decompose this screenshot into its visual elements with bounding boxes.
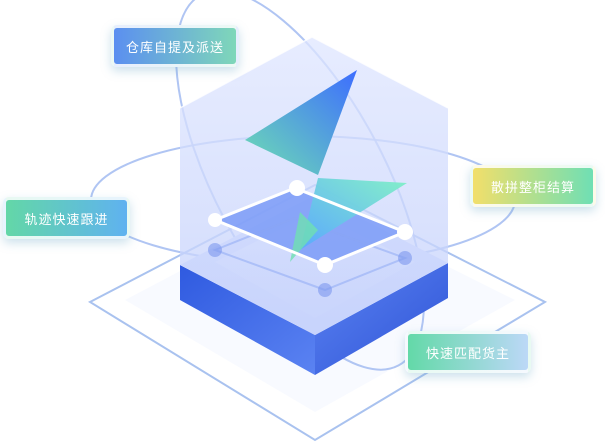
node-dot bbox=[318, 283, 332, 297]
glass-prism bbox=[180, 37, 448, 335]
frame-node bbox=[397, 224, 413, 240]
triangle-upper bbox=[245, 70, 357, 175]
base-slab-right bbox=[315, 263, 448, 375]
glass-prism-edge bbox=[179, 36, 449, 109]
frame-node bbox=[317, 257, 333, 273]
tag-warehouse-pick-dispatch: 仓库自提及派送 bbox=[111, 25, 239, 67]
triangle-lower bbox=[300, 178, 407, 250]
tag-consolidation-settlement: 散拼整柜结算 bbox=[470, 165, 596, 207]
frame-node bbox=[208, 213, 222, 227]
triangle-lower-tail bbox=[290, 212, 318, 262]
tag-cargo-owner-matching: 快速匹配货主 bbox=[405, 331, 531, 373]
base-slab-left bbox=[180, 265, 315, 375]
frame-node bbox=[289, 180, 305, 196]
node-dot bbox=[398, 251, 412, 265]
node-dot bbox=[208, 243, 222, 257]
tag-tracking-follow-up: 轨迹快速跟进 bbox=[3, 197, 130, 239]
